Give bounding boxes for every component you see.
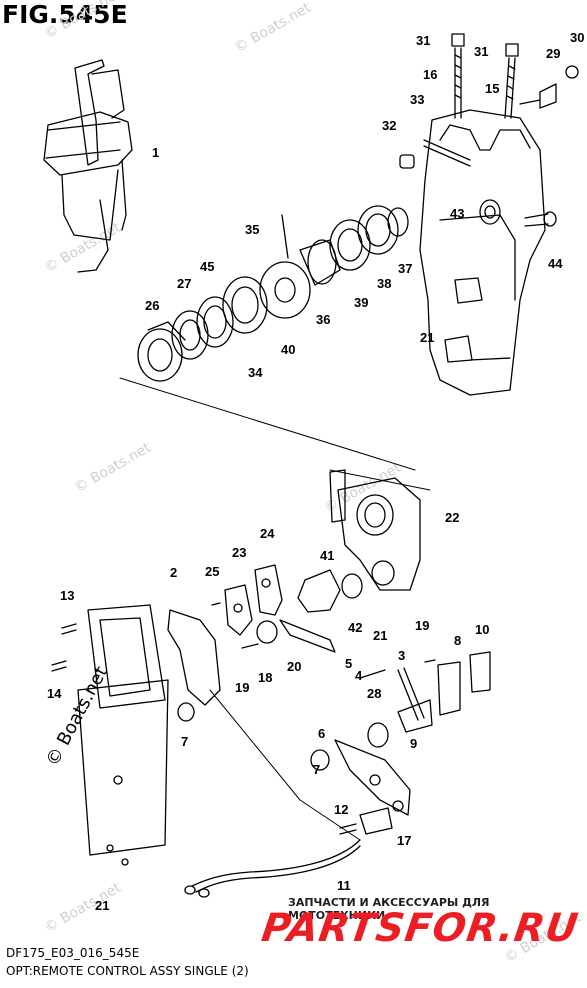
control-handle-part	[43, 59, 133, 273]
part-number-label: 21	[95, 898, 109, 913]
part-number-label: 2	[170, 565, 177, 580]
part-number-label: 40	[281, 342, 295, 357]
part-number-label: 6	[318, 726, 325, 741]
pin-33-and-cap-32	[399, 139, 471, 169]
clip-29-and-screw-30	[519, 65, 579, 109]
part-number-label: 39	[354, 295, 368, 310]
part-number-label: 19	[415, 618, 429, 633]
studs-and-nuts	[451, 33, 519, 119]
part-number-label: 16	[423, 67, 437, 82]
part-number-label: 31	[416, 33, 430, 48]
right-side-small-parts	[359, 651, 491, 748]
part-number-label: 45	[200, 259, 214, 274]
part-number-label: 8	[454, 633, 461, 648]
part-number-label: 21	[420, 330, 434, 345]
part-number-label: 11	[337, 878, 351, 893]
bracket-housing-part	[419, 109, 546, 396]
part-number-label: 30	[570, 30, 584, 45]
part-number-label: 10	[475, 622, 489, 637]
part-number-label: 38	[377, 276, 391, 291]
part-number-label: 5	[345, 656, 352, 671]
part-number-label: 43	[450, 206, 464, 221]
harness-cable-part	[184, 839, 361, 898]
ad-brand-logo: PARTSFOR.RU	[258, 906, 582, 951]
part-number-label: 21	[373, 628, 387, 643]
part-number-label: 3	[398, 648, 405, 663]
part-number-label: 12	[334, 802, 348, 817]
part-number-label: 18	[258, 670, 272, 685]
part-number-label: 15	[485, 81, 499, 96]
ring-stack-parts	[137, 205, 409, 382]
part-number-label: 41	[320, 548, 334, 563]
part-number-label: 9	[410, 736, 417, 751]
switch-housing-part	[329, 469, 421, 591]
part-number-label: 13	[60, 588, 74, 603]
part-number-label: 33	[410, 92, 424, 107]
part-number-label: 4	[355, 668, 363, 683]
part-number-label: 7	[313, 762, 320, 777]
cam-and-bushing	[297, 569, 363, 613]
part-number-label: 1	[152, 145, 159, 160]
part-number-label: 7	[181, 734, 188, 749]
part-number-label: 14	[47, 686, 62, 701]
part-number-label: 24	[260, 526, 275, 541]
figure-description-caption: OPT:REMOTE CONTROL ASSY SINGLE (2)	[6, 964, 249, 978]
part-number-label: 17	[397, 833, 411, 848]
part-number-label: 19	[235, 680, 249, 695]
bushing-43-and-plug-44	[479, 199, 557, 227]
mounting-plate-part	[51, 604, 169, 866]
part-number-label: 37	[398, 261, 412, 276]
part-number-label: 35	[245, 222, 259, 237]
part-number-label: 27	[177, 276, 191, 291]
part-number-label: 23	[232, 545, 246, 560]
part-number-label: 44	[548, 256, 563, 271]
part-number-label: 32	[382, 118, 396, 133]
part-number-label: 42	[348, 620, 362, 635]
lower-bracket-parts	[310, 739, 411, 835]
part-number-label: 36	[316, 312, 330, 327]
part-number-label: 20	[287, 659, 301, 674]
part-number-label: 29	[546, 46, 560, 61]
part-number-label: 26	[145, 298, 159, 313]
part-number-label: 25	[205, 564, 219, 579]
figure-title: FIG.545E	[2, 0, 128, 29]
part-number-label: 34	[248, 365, 263, 380]
part-number-label: 22	[445, 510, 459, 525]
lever-parts	[167, 564, 336, 722]
figure-model-caption: DF175_E03_016_545E	[6, 946, 140, 960]
ad-tagline: ЗАПЧАСТИ И АКСЕССУАРЫ ДЛЯ МОТОТЕХНИКИ	[288, 896, 490, 922]
part-number-label: 31	[474, 44, 488, 59]
part-number-label: 28	[367, 686, 381, 701]
